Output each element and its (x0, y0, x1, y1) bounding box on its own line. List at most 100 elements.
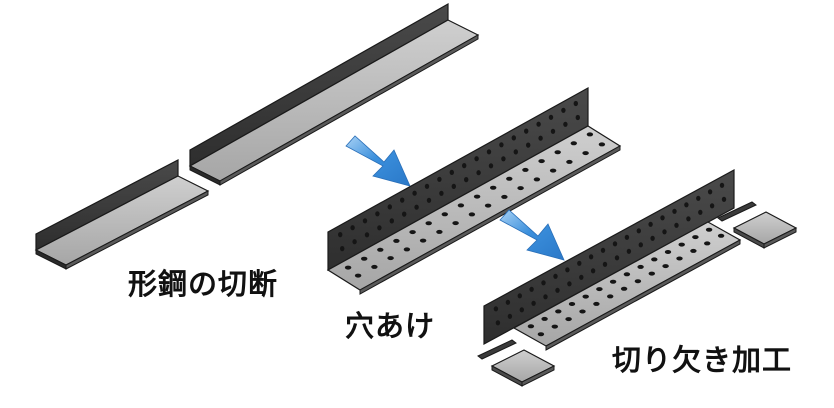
hole (717, 233, 725, 238)
hole (676, 256, 683, 261)
process-arrow-2 (499, 209, 565, 261)
hole (612, 241, 618, 247)
notched-holes (493, 182, 727, 337)
drilled-holes (338, 100, 606, 278)
hole (598, 142, 606, 147)
hole (579, 309, 586, 314)
hole (555, 309, 562, 314)
hole (593, 301, 600, 306)
hole (499, 142, 504, 148)
hole (488, 163, 494, 169)
hole (350, 225, 355, 231)
notch-offcut-right (717, 201, 798, 249)
hole (620, 286, 628, 291)
hole (389, 218, 394, 224)
hole (424, 183, 430, 189)
hole (425, 221, 432, 226)
hole (409, 230, 416, 235)
hole (698, 209, 703, 215)
hole (662, 229, 667, 235)
hole (567, 281, 572, 287)
hole (553, 273, 558, 279)
hole (609, 279, 617, 284)
cut-short-angle (34, 159, 210, 270)
hole (600, 247, 606, 253)
hole (375, 211, 380, 217)
hole (638, 242, 643, 248)
hole (602, 261, 608, 267)
hole (563, 121, 568, 127)
hole (568, 302, 576, 306)
hole (582, 151, 589, 156)
hole (650, 235, 655, 241)
hole (579, 274, 584, 280)
hole (684, 202, 689, 208)
hole (419, 238, 427, 243)
hole (678, 242, 685, 247)
hole (721, 196, 727, 202)
hole (623, 272, 631, 277)
step-label-holes: 穴あけ (345, 309, 436, 343)
hole (526, 142, 531, 148)
hole (462, 163, 467, 169)
hole (513, 149, 518, 155)
hole (707, 189, 713, 195)
hole (536, 121, 541, 127)
hole (662, 264, 669, 269)
hole (414, 204, 419, 210)
hole (575, 114, 580, 121)
hole (541, 316, 548, 321)
hole (506, 176, 513, 181)
hole (402, 211, 407, 217)
hole (704, 241, 711, 246)
hole (561, 107, 566, 113)
hole (362, 218, 368, 224)
hole (476, 170, 481, 176)
cut-long-angle (188, 2, 480, 186)
hole (590, 268, 596, 274)
hole (393, 238, 400, 243)
hole (664, 250, 672, 254)
hole (570, 141, 577, 146)
hole (490, 185, 497, 190)
hole (505, 299, 511, 305)
hole (377, 247, 384, 252)
hole (588, 254, 594, 260)
hole (371, 264, 378, 269)
hole (636, 228, 641, 234)
hole (436, 229, 443, 234)
hole (565, 317, 572, 322)
hole (692, 235, 699, 240)
hole (517, 186, 524, 191)
hole (648, 221, 653, 227)
hole (529, 286, 534, 292)
hole (538, 159, 545, 164)
hole (344, 265, 352, 270)
hole (511, 135, 516, 141)
process-arrow-1 (345, 135, 411, 187)
hole (549, 168, 557, 173)
hole (586, 132, 594, 137)
hole (426, 197, 432, 203)
hole (672, 208, 677, 214)
hole (441, 212, 448, 217)
hole (531, 300, 536, 306)
hole (554, 150, 561, 155)
hole (614, 255, 620, 261)
hole (548, 114, 554, 120)
hole (377, 225, 382, 231)
hole (674, 222, 679, 228)
hole (449, 169, 454, 175)
hole (690, 248, 697, 253)
hole (451, 183, 456, 189)
hole (573, 100, 578, 107)
hole (709, 203, 715, 209)
hole (474, 156, 479, 162)
hole (354, 273, 362, 278)
hole (555, 287, 560, 293)
step-label-cut: 形鋼の切断 (128, 267, 279, 301)
hole (719, 182, 725, 188)
hole (352, 239, 357, 245)
hole (705, 227, 713, 232)
